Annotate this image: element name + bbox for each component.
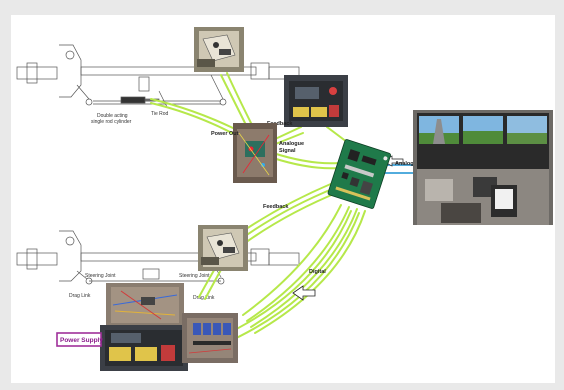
system-diagram: Double acting single rod cylinder Tie Ro… [16,27,553,371]
top-axle-drawing [16,44,300,108]
label-power-supply: Power Supply [60,337,103,344]
bottom-axle-drawing [16,230,300,285]
battery-photo [100,325,188,371]
label-drag-link-right: Drag Link [193,295,215,301]
diagram-canvas: Double acting single rod cylinder Tie Ro… [11,15,555,383]
controller-photo [233,123,277,183]
label-analogue-signal-2: Signal [279,148,296,154]
top-actuator-photo [194,27,244,72]
label-analogue: Analogue [395,161,420,167]
label-steering-joint-left: Steering Joint [85,273,116,279]
label-analogue-signal-1: Analogue [279,141,304,147]
label-feedback-top: Feedback [267,121,293,127]
digital-arrow-icon [292,285,316,301]
label-digital: Digital [309,269,326,275]
label-tie-rod: Tie Rod [151,111,169,117]
label-feedback-middle: Feedback [263,204,289,210]
bottom-actuator-photo [198,225,248,271]
label-steering-joint-right: Steering Joint [179,273,210,279]
label-drag-link-left: Drag Link [69,293,91,299]
power-supply-tag: Power Supply [56,332,103,347]
wiring-photo [106,283,184,327]
simulator-photo [413,110,553,225]
relay-board-photo [182,313,238,363]
label-double-acting-cylinder-2: single rod cylinder [91,119,132,125]
label-double-acting-cylinder-1: Double acting [97,113,128,119]
label-power-out: Power Out [211,131,239,137]
main-board-photo [327,139,391,209]
control-box-photo [284,75,348,127]
